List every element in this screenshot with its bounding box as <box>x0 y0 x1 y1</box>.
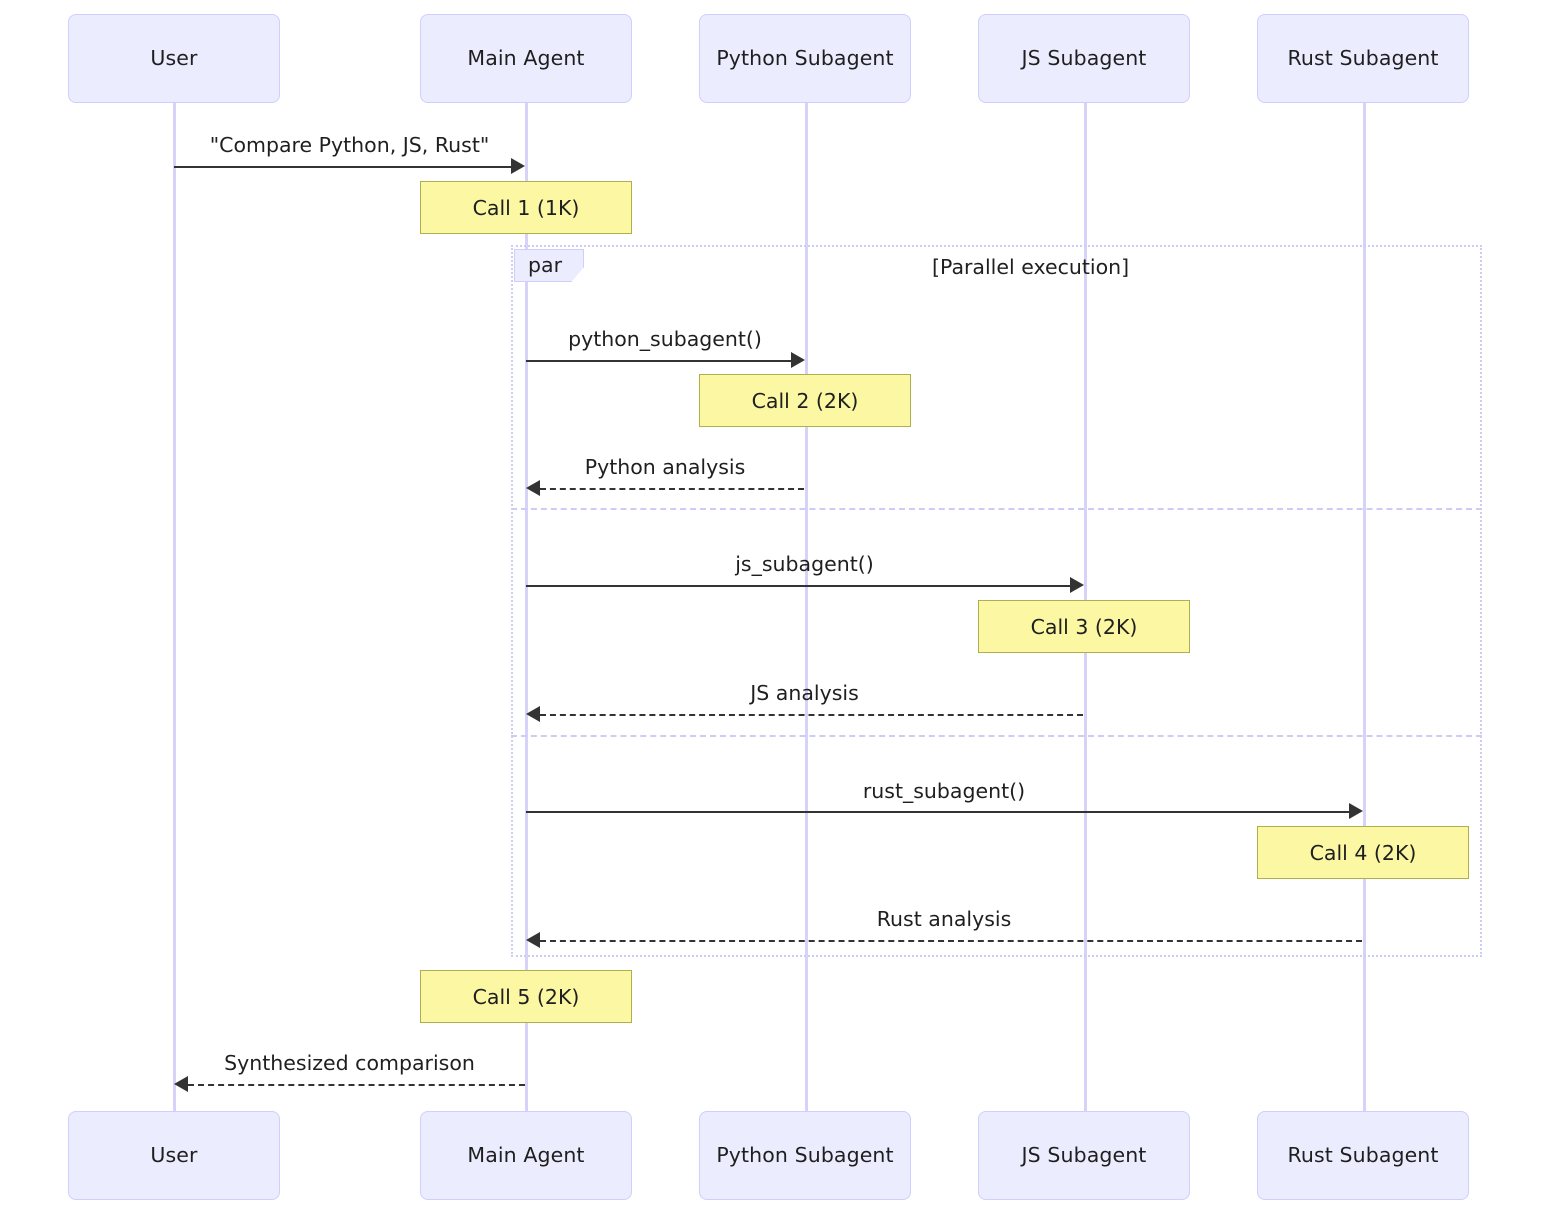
message-line-python-analysis <box>540 488 804 490</box>
participant-header-python[interactable]: Python Subagent <box>699 14 911 103</box>
note-call-2: Call 2 (2K) <box>699 374 911 427</box>
message-label-python-analysis: Python analysis <box>584 455 746 479</box>
message-arrowhead-rust-subagent-call <box>1349 803 1363 819</box>
message-label-rust-subagent-call: rust_subagent() <box>862 779 1026 803</box>
message-arrowhead-rust-analysis <box>526 932 540 948</box>
message-label-js-subagent-call: js_subagent() <box>735 552 874 576</box>
lifeline-main <box>524 103 528 1111</box>
participant-footer-rust[interactable]: Rust Subagent <box>1257 1111 1469 1200</box>
lifeline-user <box>172 103 176 1111</box>
message-line-js-subagent-call <box>526 585 1070 587</box>
message-line-compare-request <box>174 166 511 168</box>
participant-header-js[interactable]: JS Subagent <box>978 14 1190 103</box>
note-call-1: Call 1 (1K) <box>420 181 632 234</box>
message-label-synthesized-comparison: Synthesized comparison <box>224 1051 475 1075</box>
message-line-js-analysis <box>540 714 1083 716</box>
participant-footer-js[interactable]: JS Subagent <box>978 1111 1190 1200</box>
message-arrowhead-compare-request <box>511 158 525 174</box>
par-section-divider-2 <box>511 735 1482 737</box>
message-arrowhead-synthesized-comparison <box>174 1076 188 1092</box>
message-arrowhead-python-subagent-call <box>791 352 805 368</box>
par-section-divider-1 <box>511 508 1482 510</box>
message-line-rust-analysis <box>540 940 1362 942</box>
message-label-js-analysis: JS analysis <box>750 681 859 705</box>
par-fragment-tab: par <box>514 249 584 282</box>
message-label-compare-request: "Compare Python, JS, Rust" <box>209 133 490 157</box>
note-call-3: Call 3 (2K) <box>978 600 1190 653</box>
participant-header-main[interactable]: Main Agent <box>420 14 632 103</box>
message-label-python-subagent-call: python_subagent() <box>568 327 762 351</box>
participant-header-rust[interactable]: Rust Subagent <box>1257 14 1469 103</box>
participant-header-user[interactable]: User <box>68 14 280 103</box>
lifeline-rust <box>1362 103 1366 1111</box>
message-arrowhead-js-analysis <box>526 706 540 722</box>
lifeline-python <box>804 103 808 1111</box>
message-arrowhead-js-subagent-call <box>1070 577 1084 593</box>
message-line-python-subagent-call <box>526 360 791 362</box>
message-arrowhead-python-analysis <box>526 480 540 496</box>
par-fragment-box <box>511 245 1482 957</box>
note-call-5: Call 5 (2K) <box>420 970 632 1023</box>
message-label-rust-analysis: Rust analysis <box>876 907 1012 931</box>
participant-footer-python[interactable]: Python Subagent <box>699 1111 911 1200</box>
message-line-synthesized-comparison <box>188 1084 525 1086</box>
participant-footer-user[interactable]: User <box>68 1111 280 1200</box>
message-line-rust-subagent-call <box>526 811 1349 813</box>
par-fragment-title: [Parallel execution] <box>932 255 1130 279</box>
note-call-4: Call 4 (2K) <box>1257 826 1469 879</box>
participant-footer-main[interactable]: Main Agent <box>420 1111 632 1200</box>
